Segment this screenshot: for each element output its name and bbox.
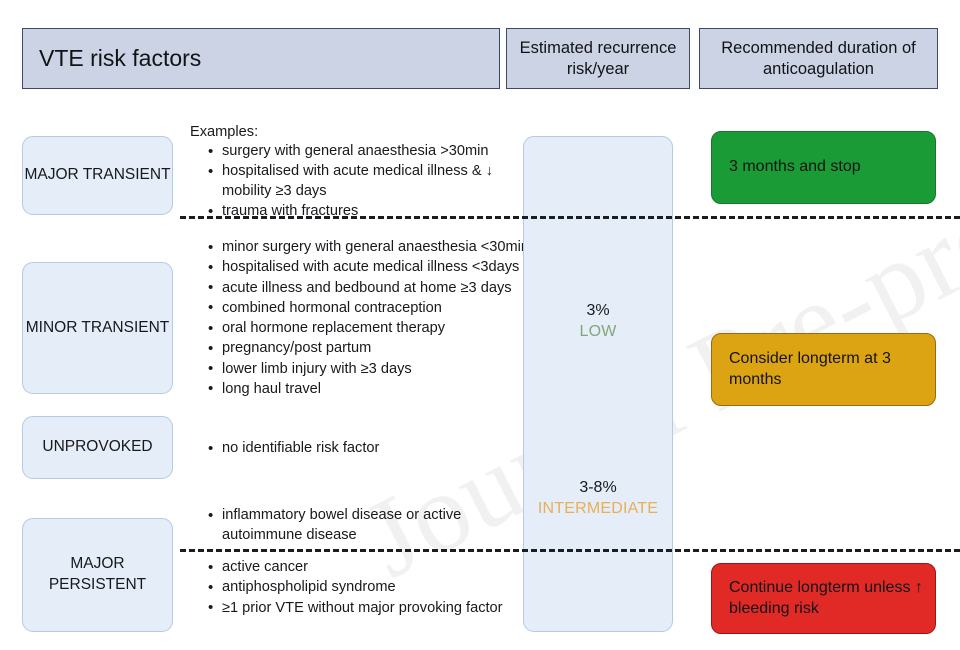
list-item: inflammatory bowel disease or active aut… [208, 506, 522, 546]
risk-level-low: LOW [579, 322, 617, 340]
list-item: active cancer [208, 558, 534, 578]
list-item: oral hormone replacement therapy [208, 319, 534, 339]
bullet-list-minor-transient: minor surgery with general anaesthesia <… [205, 238, 534, 400]
divider-low-intermediate [180, 216, 960, 219]
recurrence-risk-column: 3% LOW 3-8% INTERMEDIATE >8% HIGH [523, 136, 673, 632]
category-box-major-transient: MAJOR TRANSIENT [22, 136, 173, 215]
divider-intermediate-high [180, 549, 960, 552]
list-item: hospitalised with acute medical illness … [208, 258, 534, 278]
list-item: antiphospholipid syndrome [208, 578, 534, 598]
bullet-list-major-persistent-upper: inflammatory bowel disease or active aut… [205, 506, 522, 546]
column-header-recurrence-risk: Estimated recurrence risk/year [506, 28, 690, 89]
column-header-anticoagulation-duration: Recommended duration of anticoagulation [699, 28, 938, 89]
risk-cell-low: 3% LOW [524, 301, 672, 343]
risk-percent-intermediate: 3-8% [579, 479, 617, 496]
recommendation-box-intermediate: Consider longterm at 3 months [711, 333, 936, 406]
risk-level-intermediate: INTERMEDIATE [537, 499, 659, 517]
list-item: ≥1 prior VTE without major provoking fac… [208, 598, 534, 619]
recommendation-box-high: Continue longterm unless ↑ bleeding risk [711, 563, 936, 634]
list-item: trauma with fractures [208, 202, 532, 222]
list-item: surgery with general anaesthesia >30min [208, 142, 532, 162]
examples-label: Examples: [190, 124, 259, 140]
list-item: combined hormonal contraception [208, 298, 534, 319]
list-item: minor surgery with general anaesthesia <… [208, 238, 534, 258]
category-box-major-persistent: MAJOR PERSISTENT [22, 518, 173, 632]
page-title: VTE risk factors [22, 28, 500, 89]
bullet-list-major-persistent-lower: active cancerantiphospholipid syndrome≥1… [205, 558, 534, 619]
list-item: pregnancy/post partum [208, 339, 534, 359]
recommendation-box-low: 3 months and stop [711, 131, 936, 204]
list-item: lower limb injury with ≥3 days [208, 359, 534, 380]
risk-cell-intermediate: 3-8% INTERMEDIATE [524, 478, 672, 520]
bullet-list-unprovoked: no identifiable risk factor [205, 439, 522, 459]
list-item: acute illness and bedbound at home ≥3 da… [208, 278, 534, 299]
list-item: hospitalised with acute medical illness … [208, 162, 532, 202]
category-box-unprovoked: UNPROVOKED [22, 416, 173, 479]
risk-percent-low: 3% [586, 302, 610, 319]
list-item: no identifiable risk factor [208, 439, 522, 459]
bullet-list-major-transient: surgery with general anaesthesia >30minh… [205, 142, 532, 223]
category-box-minor-transient: MINOR TRANSIENT [22, 262, 173, 394]
list-item: long haul travel [208, 379, 534, 400]
